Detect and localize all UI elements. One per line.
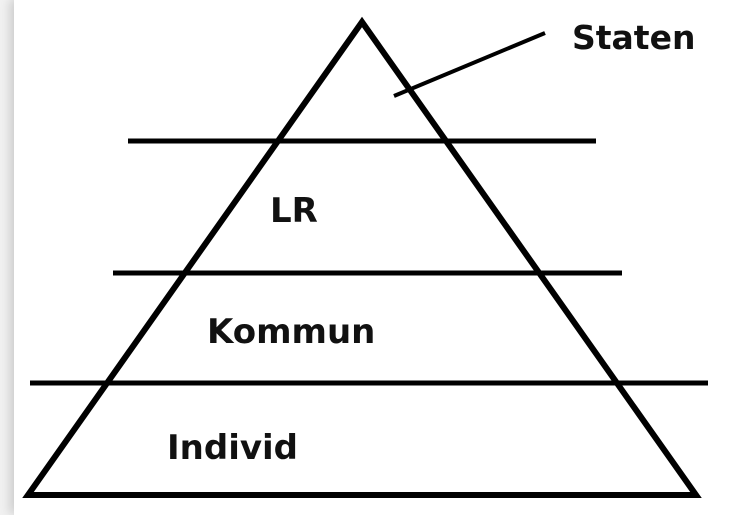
label-individ: Individ: [167, 428, 298, 468]
pointer-line: [393, 31, 546, 98]
pyramid-outline: [22, 16, 702, 498]
white-panel: [14, 0, 732, 515]
label-lr: LR: [270, 191, 318, 231]
label-kommun: Kommun: [207, 312, 375, 352]
label-staten: Staten: [572, 18, 695, 57]
